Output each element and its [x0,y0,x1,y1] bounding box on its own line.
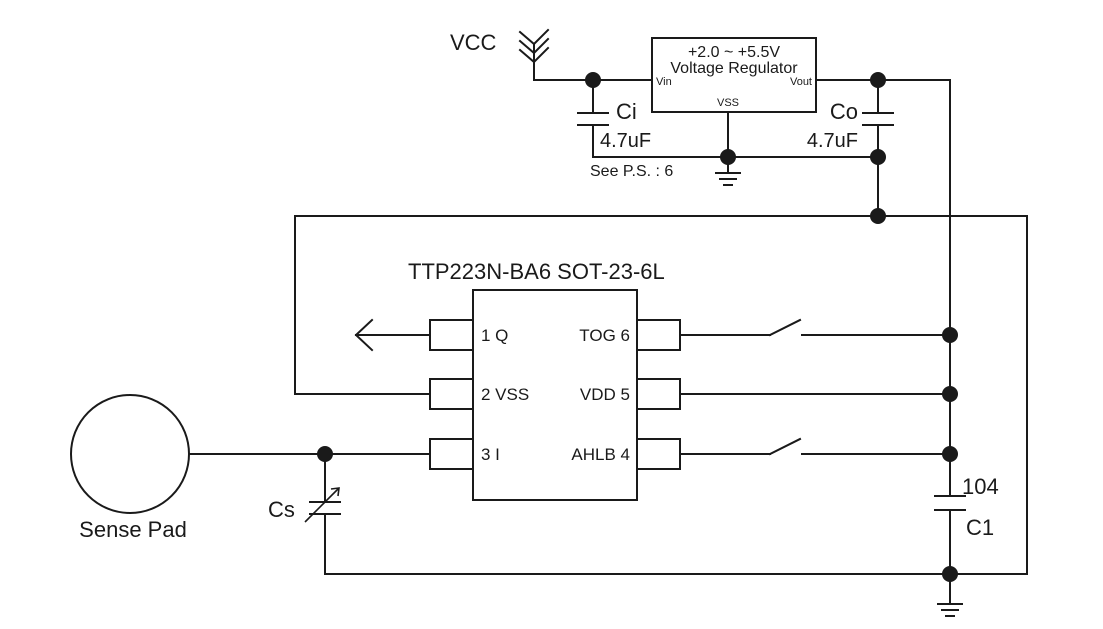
regulator-vin-label: Vin [656,76,672,88]
pin-label-1: 1 Q [481,326,508,345]
ahlb-switch [679,437,951,456]
ic-title: TTP223N-BA6 SOT-23-6L [408,259,665,284]
c1-capacitor [934,495,966,605]
co-name: Co [830,99,858,124]
regulator-name-label: Voltage Regulator [670,60,798,77]
pin-label-3: 3 I [481,445,500,464]
tog-switch [679,318,951,337]
regulator-range-label: +2.0 ~ +5.5V [688,44,780,61]
junction-dot [585,72,601,88]
ci-value: 4.7uF [600,130,651,152]
ground-icon [937,603,963,617]
junction-dot [870,208,886,224]
pin-4-stub [636,438,681,470]
pin-6-stub [636,319,681,351]
sense-pad-label: Sense Pad [79,517,187,542]
vcc-label: VCC [450,30,497,55]
pin-3-stub [429,438,474,470]
pin-5-stub [636,378,681,410]
junction-dot [942,327,958,343]
pin-label-6: TOG 6 [579,326,630,345]
junction-dot [870,149,886,165]
co-value: 4.7uF [807,130,858,152]
ps-note: See P.S. : 6 [590,163,673,180]
vcc-symbol [518,28,550,81]
pin-label-5: VDD 5 [580,385,630,404]
junction-dot [942,386,958,402]
pin-2-stub [429,378,474,410]
regulator-vout-label: Vout [790,76,812,88]
ground-icon [715,172,741,186]
pin-1-stub [429,319,474,351]
junction-dot [942,566,958,582]
pin-label-4: AHLB 4 [571,445,630,464]
c1-value: 104 [962,474,999,499]
ci-name: Ci [616,99,637,124]
co-capacitor [862,79,894,217]
junction-dot [720,149,736,165]
junction-dot [942,446,958,462]
voltage-regulator: +2.0 ~ +5.5V Voltage Regulator Vin Vout … [651,37,817,113]
pin-label-2: 2 VSS [481,385,529,404]
output-arrow-icon [354,318,374,352]
ic-body [472,289,638,501]
c1-name: C1 [966,515,994,540]
junction-dot [317,446,333,462]
cs-label: Cs [268,497,295,522]
sense-pad [70,394,190,514]
junction-dot [870,72,886,88]
cs-variable-capacitor [304,453,341,575]
regulator-vss-label: VSS [717,97,739,109]
